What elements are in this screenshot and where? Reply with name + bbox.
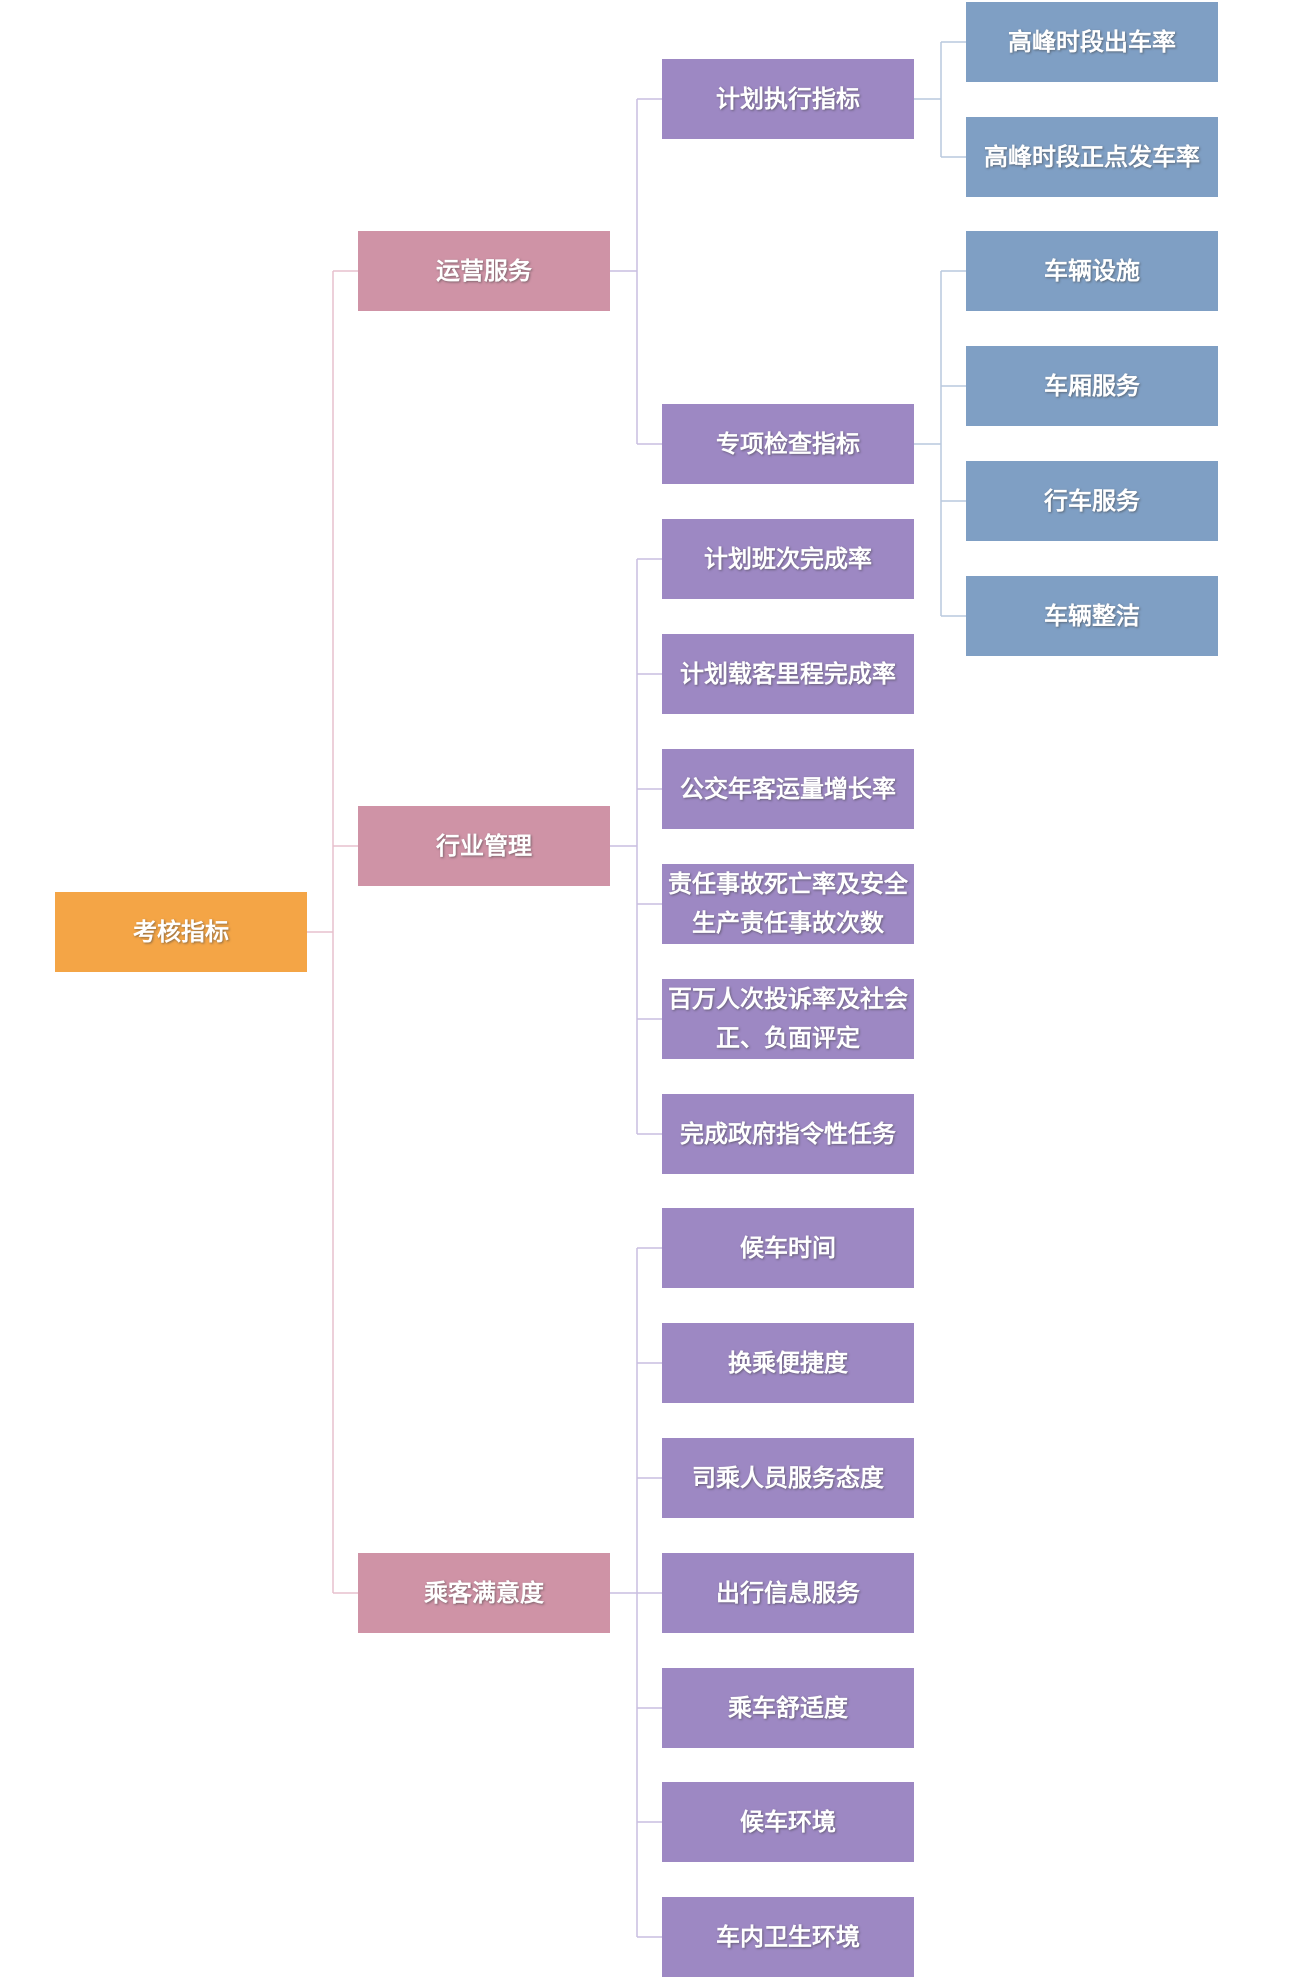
node-peak-dispatch-rate: 高峰时段出车率 bbox=[966, 2, 1218, 82]
node-label: 车辆整洁 bbox=[1044, 601, 1140, 630]
node-label: 候车环境 bbox=[740, 1807, 836, 1836]
node-label: 司乘人员服务态度 bbox=[692, 1463, 884, 1492]
node-label: 车厢服务 bbox=[1044, 371, 1140, 400]
node-ridership-growth-rate: 公交年客运量增长率 bbox=[662, 749, 914, 829]
node-waiting-time: 候车时间 bbox=[662, 1208, 914, 1288]
node-label: 专项检查指标 bbox=[716, 429, 860, 458]
node-transfer-convenience: 换乘便捷度 bbox=[662, 1323, 914, 1403]
node-complaint-rate: 百万人次投诉率及社会正、负面评定 bbox=[662, 979, 914, 1059]
node-industry-management: 行业管理 bbox=[358, 806, 610, 886]
node-label: 高峰时段出车率 bbox=[1008, 27, 1176, 56]
node-label: 车内卫生环境 bbox=[716, 1922, 860, 1951]
node-planned-trips-rate: 计划班次完成率 bbox=[662, 519, 914, 599]
node-label: 完成政府指令性任务 bbox=[680, 1119, 896, 1148]
node-ride-comfort: 乘车舒适度 bbox=[662, 1668, 914, 1748]
node-cabin-service: 车厢服务 bbox=[966, 346, 1218, 426]
node-label: 责任事故死亡率及安全生产责任事故次数 bbox=[668, 870, 908, 937]
node-label: 乘车舒适度 bbox=[728, 1693, 848, 1722]
node-label: 车辆设施 bbox=[1044, 256, 1140, 285]
node-label: 计划执行指标 bbox=[716, 84, 860, 113]
node-label: 计划载客里程完成率 bbox=[680, 659, 896, 688]
node-driving-service: 行车服务 bbox=[966, 461, 1218, 541]
node-travel-info-service: 出行信息服务 bbox=[662, 1553, 914, 1633]
node-planned-mileage-rate: 计划载客里程完成率 bbox=[662, 634, 914, 714]
root-node: 考核指标 bbox=[55, 892, 307, 972]
node-peak-on-time-rate: 高峰时段正点发车率 bbox=[966, 117, 1218, 197]
node-staff-attitude: 司乘人员服务态度 bbox=[662, 1438, 914, 1518]
node-vehicle-facilities: 车辆设施 bbox=[966, 231, 1218, 311]
node-operation-service: 运营服务 bbox=[358, 231, 610, 311]
node-label: 候车时间 bbox=[740, 1233, 836, 1262]
node-waiting-environment: 候车环境 bbox=[662, 1782, 914, 1862]
node-plan-execution: 计划执行指标 bbox=[662, 59, 914, 139]
node-vehicle-cleanliness: 车辆整洁 bbox=[966, 576, 1218, 656]
node-label: 行业管理 bbox=[436, 831, 532, 860]
node-label: 公交年客运量增长率 bbox=[680, 774, 896, 803]
node-label: 行车服务 bbox=[1044, 486, 1140, 515]
node-label: 运营服务 bbox=[436, 256, 532, 285]
node-label: 乘客满意度 bbox=[424, 1578, 544, 1607]
node-accident-rate: 责任事故死亡率及安全生产责任事故次数 bbox=[662, 864, 914, 944]
node-label: 百万人次投诉率及社会正、负面评定 bbox=[668, 985, 908, 1052]
node-label: 计划班次完成率 bbox=[704, 544, 872, 573]
node-label: 出行信息服务 bbox=[716, 1578, 860, 1607]
node-cabin-hygiene: 车内卫生环境 bbox=[662, 1897, 914, 1977]
node-government-tasks: 完成政府指令性任务 bbox=[662, 1094, 914, 1174]
node-label: 换乘便捷度 bbox=[728, 1348, 848, 1377]
node-passenger-satisfaction: 乘客满意度 bbox=[358, 1553, 610, 1633]
node-label: 考核指标 bbox=[133, 917, 229, 946]
node-special-inspection: 专项检查指标 bbox=[662, 404, 914, 484]
node-label: 高峰时段正点发车率 bbox=[984, 142, 1200, 171]
